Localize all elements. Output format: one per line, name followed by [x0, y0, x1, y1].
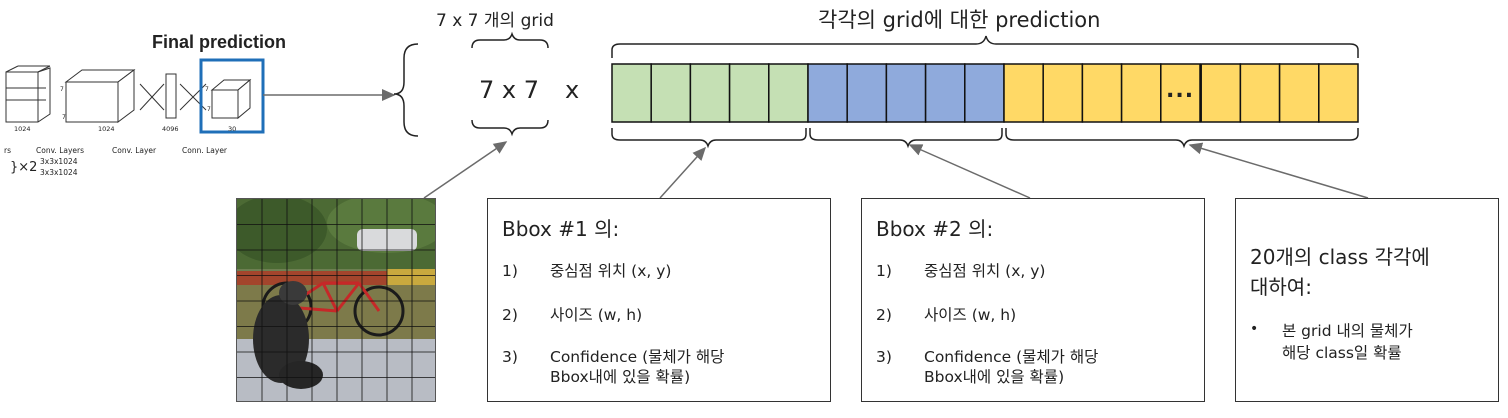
bbox2-item-3-text: Confidence (물체가 해당 [924, 348, 1099, 366]
prediction-label: 각각의 grid에 대한 prediction [818, 8, 1101, 32]
prediction-cells [611, 63, 1359, 123]
fc-connection-1 [139, 83, 165, 111]
bbox1-item-1-num: 1) [502, 262, 518, 280]
classes-box: 20개의 class 각각에 대하여: • 본 grid 내의 물체가 해당 c… [1235, 198, 1499, 402]
grid-label: 7 x 7 개의 grid [436, 11, 554, 31]
layer-label-cut: rs [4, 146, 11, 155]
fc-layer-4096 [165, 73, 177, 119]
cell-blue-4 [924, 63, 966, 123]
bbox1-item-1: 1) 중심점 위치 (x, y) [502, 261, 671, 281]
bbox1-box: Bbox #1 의: 1)중심점 위치 (x, y) 2)사이즈 (w, h) … [487, 198, 831, 402]
cell-yellow-b-4 [1318, 63, 1359, 123]
prediction-top-brace [611, 35, 1359, 58]
conv-block-1 [5, 65, 51, 123]
bbox2-item-1-num: 1) [876, 262, 892, 280]
cell-blue-1 [807, 63, 848, 123]
dim-label-30: 30 [228, 125, 237, 133]
bbox1-arrow [659, 146, 707, 199]
cell-green-3 [689, 63, 731, 123]
bbox1-item-2-text: 사이즈 (w, h) [550, 306, 643, 324]
layer-label-conv-layers: Conv. Layers [36, 146, 85, 155]
dim-label-1024-a: 1024 [14, 125, 31, 133]
cell-blue-2 [846, 63, 888, 123]
bbox2-item-3-num: 3) [876, 348, 892, 366]
cell-yellow-b-2 [1239, 63, 1281, 123]
conv-size-1: 3x3x1024 [40, 157, 78, 166]
classes-bullet-icon: • [1250, 321, 1259, 337]
cell-green-4 [728, 63, 770, 123]
bbox2-item-2-num: 2) [876, 306, 892, 324]
grid-bottom-brace [471, 119, 549, 137]
classes-line-1: 본 grid 내의 물체가 [1282, 322, 1413, 340]
conv-size-2: 3x3x1024 [40, 168, 78, 177]
cell-yellow-a-4 [1120, 63, 1162, 123]
bbox1-item-3-num: 3) [502, 348, 518, 366]
layer-label-conv-layer: Conv. Layer [112, 146, 157, 155]
small-dim-4: 7 [207, 106, 211, 113]
small-dim-1: 7 [60, 86, 64, 93]
photo-arrow [423, 141, 508, 199]
layer-label-repeat: }×2 [10, 160, 38, 175]
times-symbol: x [565, 76, 580, 104]
cell-green-5 [768, 63, 809, 123]
conv-block-2 [64, 69, 136, 123]
grid-size-text: 7 x 7 [479, 76, 539, 104]
classes-arrow [1188, 142, 1369, 199]
cell-yellow-a-5 [1160, 63, 1201, 123]
final-prediction-highlight [199, 58, 265, 134]
cell-yellow-b-3 [1278, 63, 1320, 123]
big-curly-brace [393, 43, 419, 137]
bbox2-item-2: 2) 사이즈 (w, h) [876, 305, 1016, 325]
bbox1-item-1-text: 중심점 위치 (x, y) [550, 262, 672, 280]
bbox2-brace [809, 128, 1003, 149]
final-output-cube [210, 78, 252, 120]
classes-title-2: 대하여: [1250, 275, 1312, 299]
bbox2-box: Bbox #2 의: 1)중심점 위치 (x, y) 2)사이즈 (w, h) … [861, 198, 1205, 402]
bbox1-item-2: 2) 사이즈 (w, h) [502, 305, 642, 325]
cell-green-2 [650, 63, 692, 123]
bbox2-title: Bbox #2 의: [876, 217, 994, 241]
bbox2-item-2-text: 사이즈 (w, h) [924, 306, 1017, 324]
dim-label-4096: 4096 [162, 125, 179, 133]
grid-top-brace [471, 31, 549, 49]
cell-yellow-a-3 [1081, 63, 1123, 123]
bbox1-item-2-num: 2) [502, 306, 518, 324]
bbox1-item-3-text-2: Bbox내에 있을 확률) [550, 368, 691, 386]
bbox1-item-3-text: Confidence (물체가 해당 [550, 348, 725, 366]
bbox2-item-3: 3) Confidence (물체가 해당 Bbox내에 있을 확률) [876, 347, 1098, 387]
classes-brace [1005, 128, 1359, 149]
cell-yellow-a-2 [1042, 63, 1084, 123]
bbox1-title: Bbox #1 의: [502, 217, 620, 241]
network-architecture [5, 65, 252, 123]
layer-label-conn-layer: Conn. Layer [182, 146, 228, 155]
cell-yellow-b-1 [1200, 63, 1242, 123]
classes-title-1: 20개의 class 각각에 [1250, 245, 1430, 269]
bbox2-arrow [908, 144, 1031, 199]
bbox2-item-3-text-2: Bbox내에 있을 확률) [924, 368, 1065, 386]
final-prediction-title: Final prediction [152, 32, 287, 52]
cell-yellow-a-1 [1003, 63, 1044, 123]
bbox2-item-1: 1) 중심점 위치 (x, y) [876, 261, 1045, 281]
dim-label-1024-b: 1024 [98, 125, 115, 133]
bbox1-item-3: 3) Confidence (물체가 해당 Bbox내에 있을 확률) [502, 347, 724, 387]
cell-blue-5 [964, 63, 1005, 123]
dog-bicycle-photo [236, 198, 436, 402]
small-dim-3: 7 [205, 86, 209, 93]
classes-line-2: 해당 class일 확률 [1282, 344, 1402, 362]
cell-green-1 [611, 63, 652, 123]
cells-ellipsis: ... [1166, 78, 1195, 103]
small-dim-2: 7 [62, 114, 66, 121]
photo-illustration [237, 199, 435, 401]
bbox1-brace [611, 128, 807, 149]
cell-blue-3 [885, 63, 927, 123]
bbox2-item-1-text: 중심점 위치 (x, y) [924, 262, 1046, 280]
